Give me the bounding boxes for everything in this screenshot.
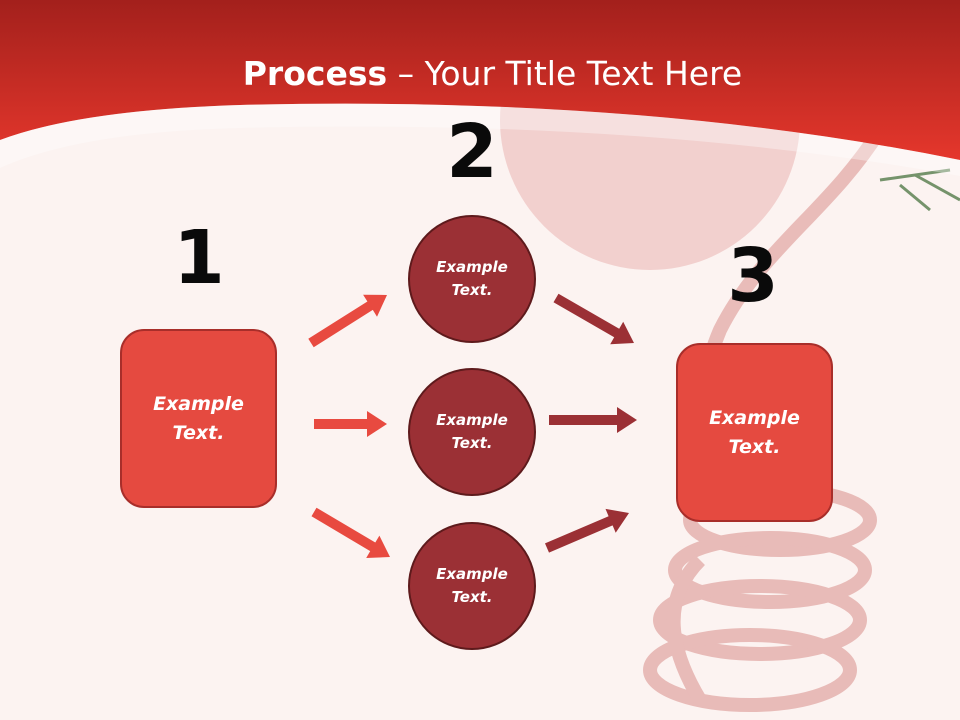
arrow-bottom-to-3 [545, 508, 629, 553]
header-banner-highlight [0, 103, 960, 176]
step-number-1: 1 [173, 215, 225, 301]
step-2-bottom-label: Example Text. [436, 565, 508, 606]
title-rest: – Your Title Text Here [387, 54, 743, 93]
arrow-1-to-bottom [311, 507, 390, 558]
pine-needles-decoration [879, 168, 960, 212]
step-3-box: Example Text. [676, 343, 833, 522]
step-3-label: Example Text. [709, 406, 800, 458]
arrow-middle-to-3 [549, 407, 637, 433]
title-bold: Process [242, 54, 388, 93]
step-2-middle-label: Example Text. [436, 411, 508, 452]
step-2-circle-middle: Example Text. [408, 368, 536, 496]
header-banner-shape [0, 0, 960, 160]
slide-title: Process – Your Title Text Here [0, 52, 960, 96]
step-2-circle-bottom: Example Text. [408, 522, 536, 650]
arrow-1-to-top [308, 294, 387, 348]
step-number-2: 2 [446, 109, 498, 195]
arrow-top-to-3 [553, 293, 634, 345]
step-1-label: Example Text. [153, 392, 244, 444]
step-2-top-label: Example Text. [436, 258, 508, 299]
arrow-1-to-middle [314, 411, 387, 437]
step-1-box: Example Text. [120, 329, 277, 508]
step-number-3: 3 [727, 233, 779, 319]
step-2-circle-top: Example Text. [408, 215, 536, 343]
